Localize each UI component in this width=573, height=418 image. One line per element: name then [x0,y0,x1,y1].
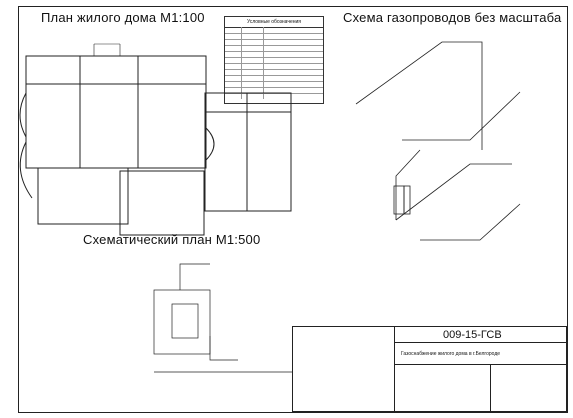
legend-row [225,93,323,99]
legend-row [225,27,323,34]
plan-title: План жилого дома М1:100 [41,10,205,25]
legend-row [225,51,323,58]
legend-row [225,39,323,46]
schematic-plan-title: Схематический план М1:500 [83,232,261,247]
legend-row [225,45,323,52]
drawing-code: 009-15-ГСВ [443,329,502,341]
project-title-cell [395,343,567,365]
title-block: 009-15-ГСВ Газоснабжение жилого дома в г… [292,326,568,413]
sheet-description-cell [395,365,491,412]
legend-row [225,81,323,88]
legend-table: Условные обозначения [224,16,324,104]
legend-title: Условные обозначения [225,17,323,28]
project-title: Газоснабжение жилого дома в г.Белгороде [401,351,501,357]
legend-row [225,57,323,64]
legend-row [225,33,323,40]
legend-row [225,75,323,82]
legend-row [225,69,323,76]
drawing-code-cell [395,327,567,343]
signature-table [293,327,395,412]
sheet-info-cell [491,365,567,412]
legend-row [225,63,323,70]
scheme-title: Схема газопроводов без масштаба [343,10,562,25]
